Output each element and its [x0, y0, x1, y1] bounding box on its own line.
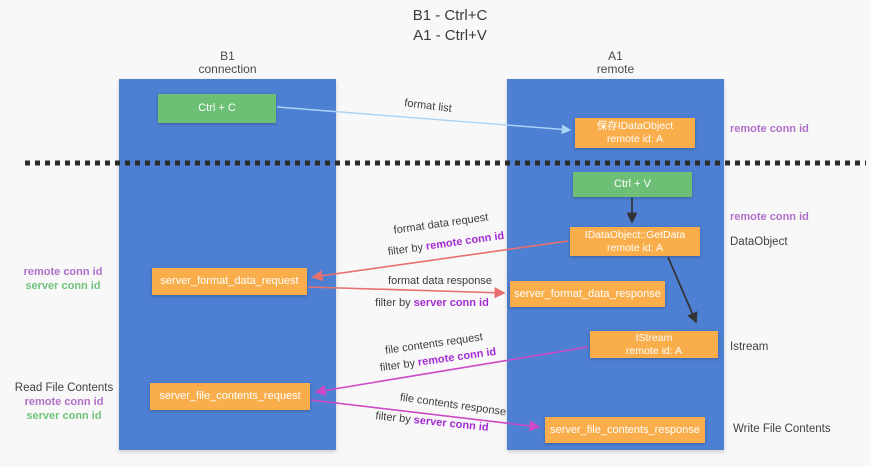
label-remote-conn-id-mid-right: remote conn id: [730, 211, 809, 223]
getdata-line1: IDataObject::GetData: [584, 228, 686, 241]
node-server-file-contents-request: server_file_contents_request: [150, 383, 310, 410]
label-remote-conn-id-top-right: remote conn id: [730, 123, 809, 135]
label-read-file-contents: Read File Contents: [14, 382, 114, 394]
right-column-header: A1 remote: [507, 50, 724, 76]
label-server-conn-id-mid-left: server conn id: [25, 280, 101, 292]
istream-line1: IStream: [635, 331, 673, 344]
title-line-1: B1 - Ctrl+C: [412, 7, 488, 24]
label-istream: Istream: [730, 341, 769, 353]
filter-by-text: filter by: [374, 410, 412, 426]
filter-by-text: filter by: [375, 297, 411, 309]
title-line-2: A1 - Ctrl+V: [413, 27, 487, 44]
node-ctrl-c: Ctrl + C: [158, 94, 276, 123]
node-ctrl-v: Ctrl + V: [573, 172, 692, 197]
save-idataobject-line1: 保存IDataObject: [596, 120, 674, 132]
label-dataobject: DataObject: [730, 236, 788, 248]
node-save-idataobject: 保存IDataObject remote id: A: [575, 118, 695, 148]
label-server-conn-id-bottom-left: server conn id: [26, 410, 102, 422]
node-idataobject-getdata: IDataObject::GetData remote id: A: [570, 227, 700, 256]
label-remote-conn-id-mid-left: remote conn id: [23, 266, 103, 278]
right-column-subtitle: remote: [596, 62, 635, 76]
left-column-name: B1: [220, 49, 235, 63]
save-idataobject-line2: remote id: A: [606, 133, 664, 145]
getdata-line2: remote id: A: [606, 241, 664, 254]
left-mid-label-block: remote conn id server conn id: [8, 265, 118, 293]
remote-conn-id-text: remote conn id: [425, 229, 505, 253]
label-write-file-contents: Write File Contents: [733, 423, 831, 435]
label-format-list: format list: [403, 97, 453, 115]
label-remote-conn-id-bottom-left: remote conn id: [24, 396, 104, 408]
node-server-file-contents-response: server_file_contents_response: [545, 417, 705, 443]
istream-line2: remote id: A: [625, 344, 683, 357]
arrow-format-data-response: [307, 286, 506, 299]
left-column-header: B1 connection: [119, 50, 336, 76]
node-istream: IStream remote id: A: [590, 331, 718, 358]
left-column-subtitle: connection: [198, 62, 257, 76]
right-column-name: A1: [608, 49, 623, 63]
left-bottom-label-block: Read File Contents remote conn id server…: [8, 381, 120, 423]
server-conn-id-text: server conn id: [413, 414, 490, 434]
node-server-format-data-response: server_format_data_response: [510, 281, 665, 307]
filter-by-text: filter by: [379, 357, 416, 375]
diagram-title: B1 - Ctrl+C A1 - Ctrl+V: [315, 6, 585, 46]
filter-by-text: filter by: [387, 241, 424, 259]
server-conn-id-text: server conn id: [413, 297, 489, 309]
node-server-format-data-request: server_format_data_request: [152, 268, 307, 295]
label-format-data-response: format data response: [388, 275, 492, 287]
